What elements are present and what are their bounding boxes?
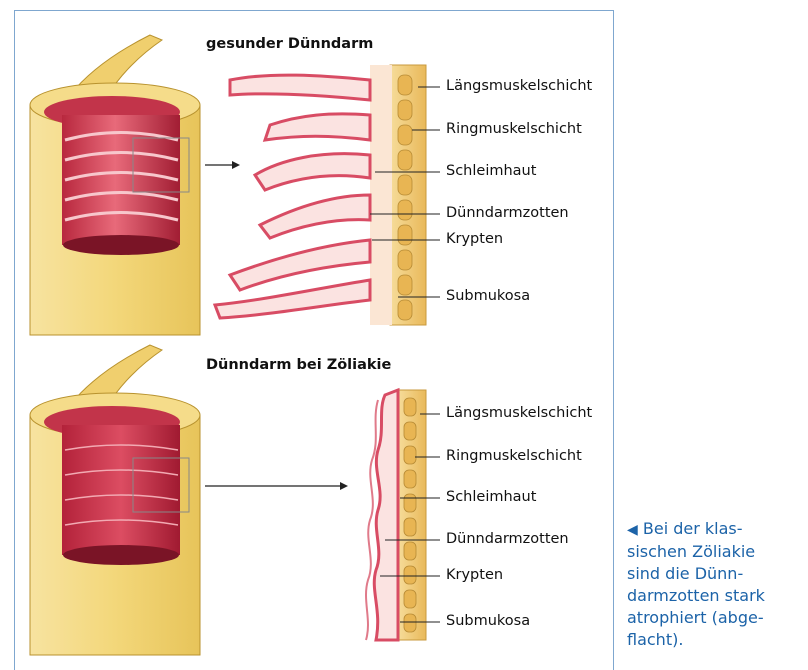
celiac-intestine-tube bbox=[30, 345, 200, 655]
caption-line: sischen Zöliakie bbox=[627, 541, 808, 563]
arrow-head-healthy bbox=[232, 161, 240, 169]
celiac-label-ringmuskel: Ringmuskelschicht bbox=[446, 448, 582, 464]
celiac-label-schleimhaut: Schleimhaut bbox=[446, 489, 536, 505]
healthy-intestine-tube bbox=[30, 35, 200, 335]
figure-caption: ◀ Bei der klas- sischen Zöliakie sind di… bbox=[627, 518, 808, 651]
caption-line: atrophiert (abge- bbox=[627, 607, 808, 629]
caption-line: sind die Dünn- bbox=[627, 563, 808, 585]
caption-line: darmzotten stark bbox=[627, 585, 808, 607]
celiac-wall-section bbox=[366, 390, 426, 640]
caption-marker-icon: ◀ bbox=[627, 522, 638, 538]
celiac-label-zotten: Dünndarmzotten bbox=[446, 531, 569, 547]
caption-line: Bei der klas- bbox=[643, 519, 743, 538]
celiac-label-laengsmuskel: Längsmuskelschicht bbox=[446, 405, 592, 421]
healthy-label-schleimhaut: Schleimhaut bbox=[446, 163, 536, 179]
arrow-head-celiac bbox=[340, 482, 348, 490]
healthy-label-ringmuskel: Ringmuskelschicht bbox=[446, 121, 582, 137]
celiac-title: Dünndarm bei Zöliakie bbox=[206, 357, 391, 373]
healthy-wall-section bbox=[215, 65, 426, 325]
caption-line: flacht). bbox=[627, 629, 808, 651]
healthy-label-submukosa: Submukosa bbox=[446, 288, 530, 304]
healthy-label-zotten: Dünndarmzotten bbox=[446, 205, 569, 221]
celiac-label-krypten: Krypten bbox=[446, 567, 503, 583]
healthy-label-krypten: Krypten bbox=[446, 231, 503, 247]
celiac-label-submukosa: Submukosa bbox=[446, 613, 530, 629]
healthy-title: gesunder Dünndarm bbox=[206, 36, 373, 52]
healthy-label-laengsmuskel: Längsmuskelschicht bbox=[446, 78, 592, 94]
